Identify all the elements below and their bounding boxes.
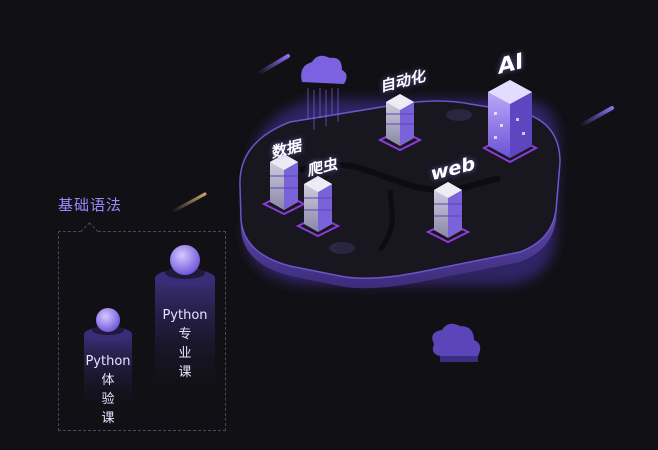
pro-course-line: 课 [178, 365, 192, 380]
pro-course-line: 专 [178, 327, 192, 342]
ai-tower [481, 80, 539, 164]
light-streak [578, 106, 614, 128]
trial-course-label: Python 体 验 课 [80, 352, 136, 428]
pro-course-line: 业 [178, 346, 192, 361]
course-box [58, 231, 226, 431]
data-tower [261, 154, 307, 216]
cloud-icon [301, 55, 347, 130]
python-logo-platform [239, 100, 561, 289]
basics-title: 基础语法 [58, 196, 123, 214]
trial-course-line: 体 [101, 373, 115, 388]
pro-course-line: Python [162, 308, 208, 323]
crawler-tower [295, 176, 341, 238]
light-streak [256, 54, 290, 76]
light-streak [170, 192, 207, 214]
trial-course-line: 课 [101, 411, 115, 426]
cloud-icon [432, 323, 481, 362]
pro-course-label: Python 专 业 课 [157, 306, 213, 382]
web-tower [425, 182, 471, 244]
trial-course-line: 验 [101, 392, 115, 407]
automation-tower [377, 94, 423, 152]
logo-eye [329, 242, 355, 254]
trial-course-line: Python [85, 354, 131, 369]
logo-eye [446, 109, 472, 121]
